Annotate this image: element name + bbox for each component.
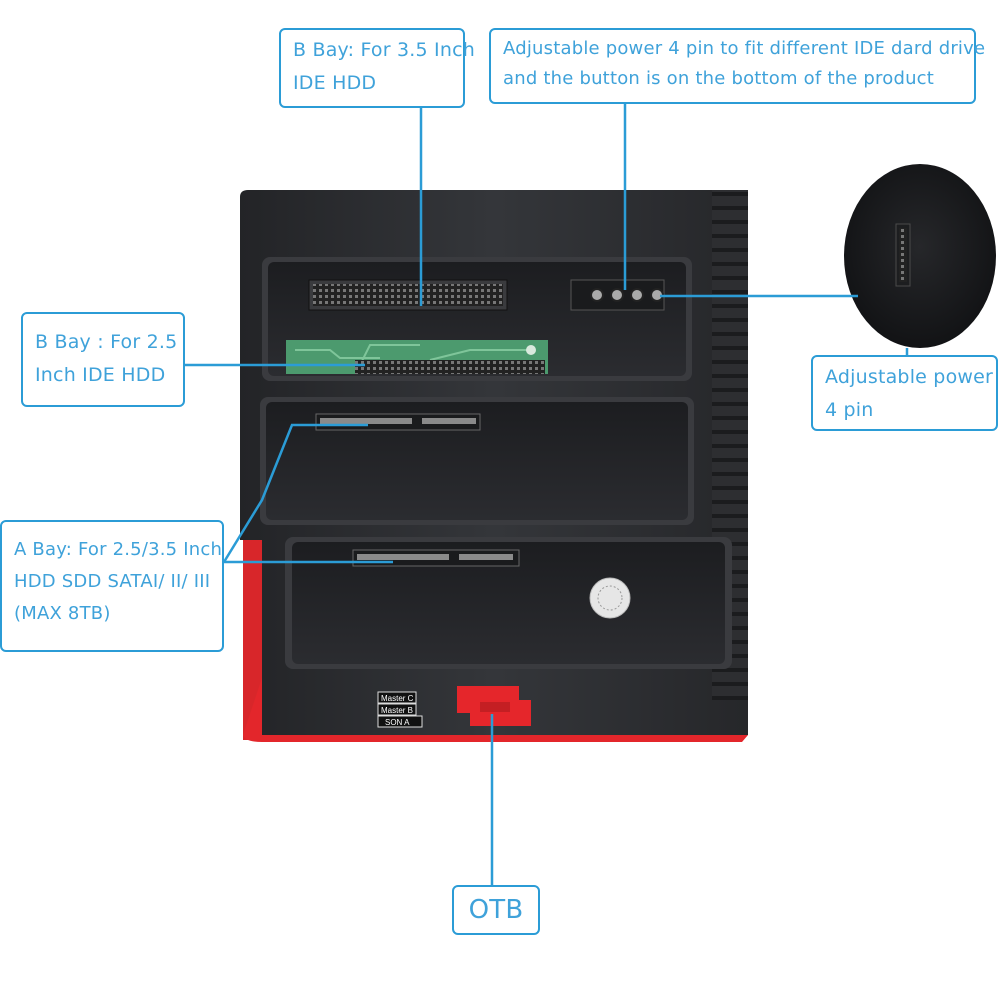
bay-b-slot [262,257,692,381]
callout-b-bay-35-line1: B Bay: For 3.5 Inch [293,39,475,61]
callout-a-bay: A Bay: For 2.5/3.5 Inch HDD SDD SATAI/ I… [0,520,224,652]
callout-a-bay-line3: (MAX 8TB) [14,603,111,624]
power-switch-zoom [844,164,996,348]
bay-a-slot [285,537,732,669]
callout-adjustable-power-line2: 4 pin [825,399,874,421]
callout-adjustable-power-line1: Adjustable power [825,366,994,388]
bay-middle-slot [260,397,694,525]
otb-button-icon [457,686,531,726]
leader-lines [185,104,909,885]
callout-power-desc-line2: and the button is on the bottom of the p… [503,68,935,89]
switch-label-master-b: Master B [381,706,413,715]
callout-a-bay-line2: HDD SDD SATAI/ II/ III [14,571,211,592]
ide-44pin-pcb [286,340,548,374]
ide-40pin-connector [308,279,508,311]
callout-b-bay-25-line2: Inch IDE HDD [35,364,166,386]
molex-4pin-connector [570,279,665,311]
callout-otb-label: OTB [468,895,524,925]
callout-b-bay-35-line2: IDE HDD [293,72,377,94]
date-stamp-icon [589,577,631,619]
callout-a-bay-line1: A Bay: For 2.5/3.5 Inch [14,539,223,560]
leader-a-bay-middle [222,423,368,563]
switch-label-master-c: Master C [381,694,414,703]
callout-adjustable-power-desc: Adjustable power 4 pin to fit different … [489,28,986,104]
mode-label-plate [377,691,423,728]
callout-otb: OTB [452,885,540,935]
callout-b-bay-25-line1: B Bay : For 2.5 [35,331,178,353]
callout-b-bay-25: B Bay : For 2.5 Inch IDE HDD [21,312,185,407]
callout-power-desc-line1: Adjustable power 4 pin to fit different … [503,38,986,59]
callout-adjustable-power: Adjustable power 4 pin [811,355,998,431]
callout-b-bay-35: B Bay: For 3.5 Inch IDE HDD [279,28,475,108]
switch-label-son-a: SON A [385,718,410,727]
